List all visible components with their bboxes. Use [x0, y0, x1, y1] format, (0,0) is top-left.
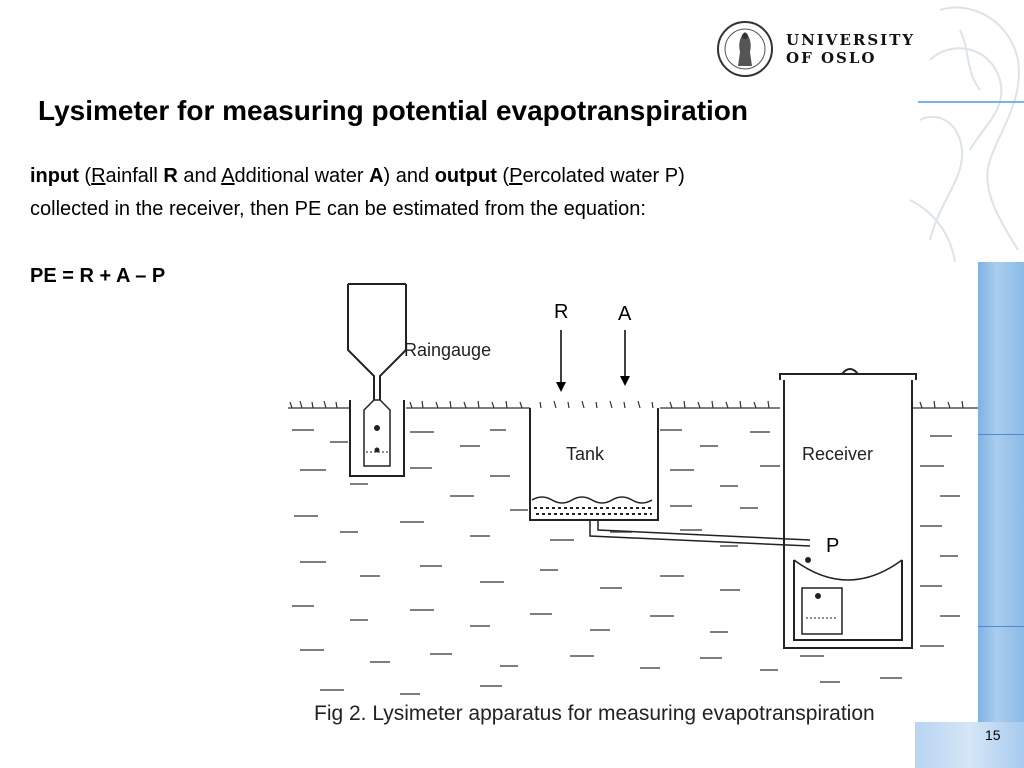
receiver [779, 368, 917, 649]
percolated-initial: P [509, 165, 523, 187]
band-divider [978, 626, 1024, 627]
logo-line-1: UNIVERSITY [786, 31, 916, 49]
rainfall-initial: R [91, 165, 106, 187]
university-logo: UNIVERSITY OF OSLO [716, 20, 915, 78]
additional-symbol: A [369, 165, 384, 187]
body-line-1: input (Rainfall R and Additional water A… [30, 160, 970, 193]
body-line-2: collected in the receiver, then PE can b… [30, 198, 646, 220]
p-label: P [826, 535, 839, 557]
slide-title: Lysimeter for measuring potential evapot… [38, 95, 749, 126]
lysimeter-diagram: Raingauge R A Tank Recei [280, 270, 980, 735]
statue-watermark [900, 0, 1024, 263]
decorative-side-band [978, 262, 1024, 768]
input-arrows [560, 330, 626, 386]
slide-body: input (Rainfall R and Additional water A… [30, 160, 970, 226]
raingauge [347, 283, 407, 477]
r-arrowhead [556, 382, 566, 392]
additional-initial: A [221, 165, 235, 187]
input-term: input [30, 165, 79, 187]
text-fragment: ( [78, 165, 92, 187]
tank [529, 408, 811, 547]
raingauge-label: Raingauge [404, 340, 491, 360]
ground-surface [288, 400, 978, 409]
receiver-label: Receiver [802, 444, 873, 464]
r-label: R [554, 301, 568, 323]
logo-line-2: OF OSLO [786, 49, 877, 67]
decorative-bottom-strip [915, 722, 1024, 768]
header-accent-line [918, 101, 1024, 103]
tank-label: Tank [566, 444, 605, 464]
text-fragment: ) and [383, 165, 435, 187]
figure-caption: Fig 2. Lysimeter apparatus for measuring… [314, 702, 875, 725]
text-fragment: and [177, 165, 222, 187]
text-fragment: ercolated water P) [522, 165, 685, 187]
output-term: output [434, 165, 497, 187]
text-fragment: ( [496, 165, 510, 187]
text-fragment: ainfall [105, 165, 164, 187]
university-seal-icon [717, 21, 773, 77]
band-divider [978, 434, 1024, 435]
pe-equation: PE = R + A – P [30, 265, 166, 287]
text-fragment: dditional water [234, 165, 370, 187]
soil-texture [292, 429, 960, 695]
a-label: A [618, 303, 632, 325]
page-number: 15 [985, 727, 1001, 743]
a-arrowhead [620, 376, 630, 386]
rainfall-symbol: R [163, 165, 178, 187]
